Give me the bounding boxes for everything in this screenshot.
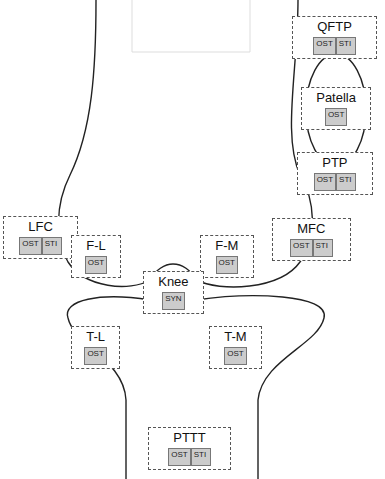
category-box: OST <box>85 256 107 274</box>
category-box: STI <box>336 173 356 191</box>
category-label: OST <box>316 39 332 48</box>
category-box: OST <box>314 173 336 191</box>
category-label: STI <box>339 39 353 48</box>
category-label: OST <box>22 239 38 248</box>
site-label: F-L <box>75 238 117 253</box>
site-box: QFTP OST STI <box>292 16 377 59</box>
category-label: OST <box>88 258 104 267</box>
category-label: OST <box>227 349 243 358</box>
category-box: OST <box>216 256 238 274</box>
site-box: T-M OST <box>209 326 262 369</box>
category-box: OST <box>84 347 106 365</box>
category-label: STI <box>194 450 208 459</box>
site-box: F-M OST <box>200 235 254 278</box>
category-box: STI <box>336 37 356 55</box>
category-box: OST <box>168 448 190 466</box>
category-label: SYN <box>165 294 181 303</box>
site-box: F-L OST <box>71 235 121 278</box>
category-label: OST <box>87 349 103 358</box>
site-label: Knee <box>147 274 200 289</box>
category-box: STI <box>191 448 211 466</box>
category-box: OST <box>290 239 312 257</box>
site-label: Patella <box>305 90 367 105</box>
category-box: OST <box>19 237 41 255</box>
tibia-outline-left <box>68 318 126 479</box>
site-label: LFC <box>7 219 74 234</box>
category-label: OST <box>328 110 344 119</box>
category-label: STI <box>45 239 59 248</box>
category-label: OST <box>317 175 333 184</box>
site-label: T-L <box>75 329 116 344</box>
category-box: OST <box>224 347 246 365</box>
site-box: KneeSYN <box>143 271 204 314</box>
category-label: OST <box>219 258 235 267</box>
category-box: OST <box>313 37 335 55</box>
site-label: PTP <box>301 155 369 170</box>
category-label: OST <box>293 241 309 250</box>
site-label: F-M <box>204 238 250 253</box>
tibia-outline <box>67 296 324 479</box>
site-label: QFTP <box>296 19 373 34</box>
site-label: T-M <box>213 329 258 344</box>
category-box: STI <box>42 237 62 255</box>
site-label: PTTT <box>152 430 227 445</box>
category-box: OST <box>325 108 347 126</box>
category-label: OST <box>171 450 187 459</box>
femur-shaft-mark <box>132 0 250 52</box>
site-label: MFC <box>276 221 347 236</box>
site-box: PTP OST STI <box>297 152 373 195</box>
category-box: STI <box>313 239 333 257</box>
category-label: STI <box>339 175 353 184</box>
site-box: MFC OST STI <box>272 218 351 261</box>
site-box: LFC OST STI <box>3 216 78 259</box>
site-box: PTTT OST STI <box>148 427 231 470</box>
site-box: PatellaOST <box>301 87 371 130</box>
category-box: SYN <box>162 292 184 310</box>
category-label: STI <box>316 241 330 250</box>
site-box: T-L OST <box>71 326 120 369</box>
